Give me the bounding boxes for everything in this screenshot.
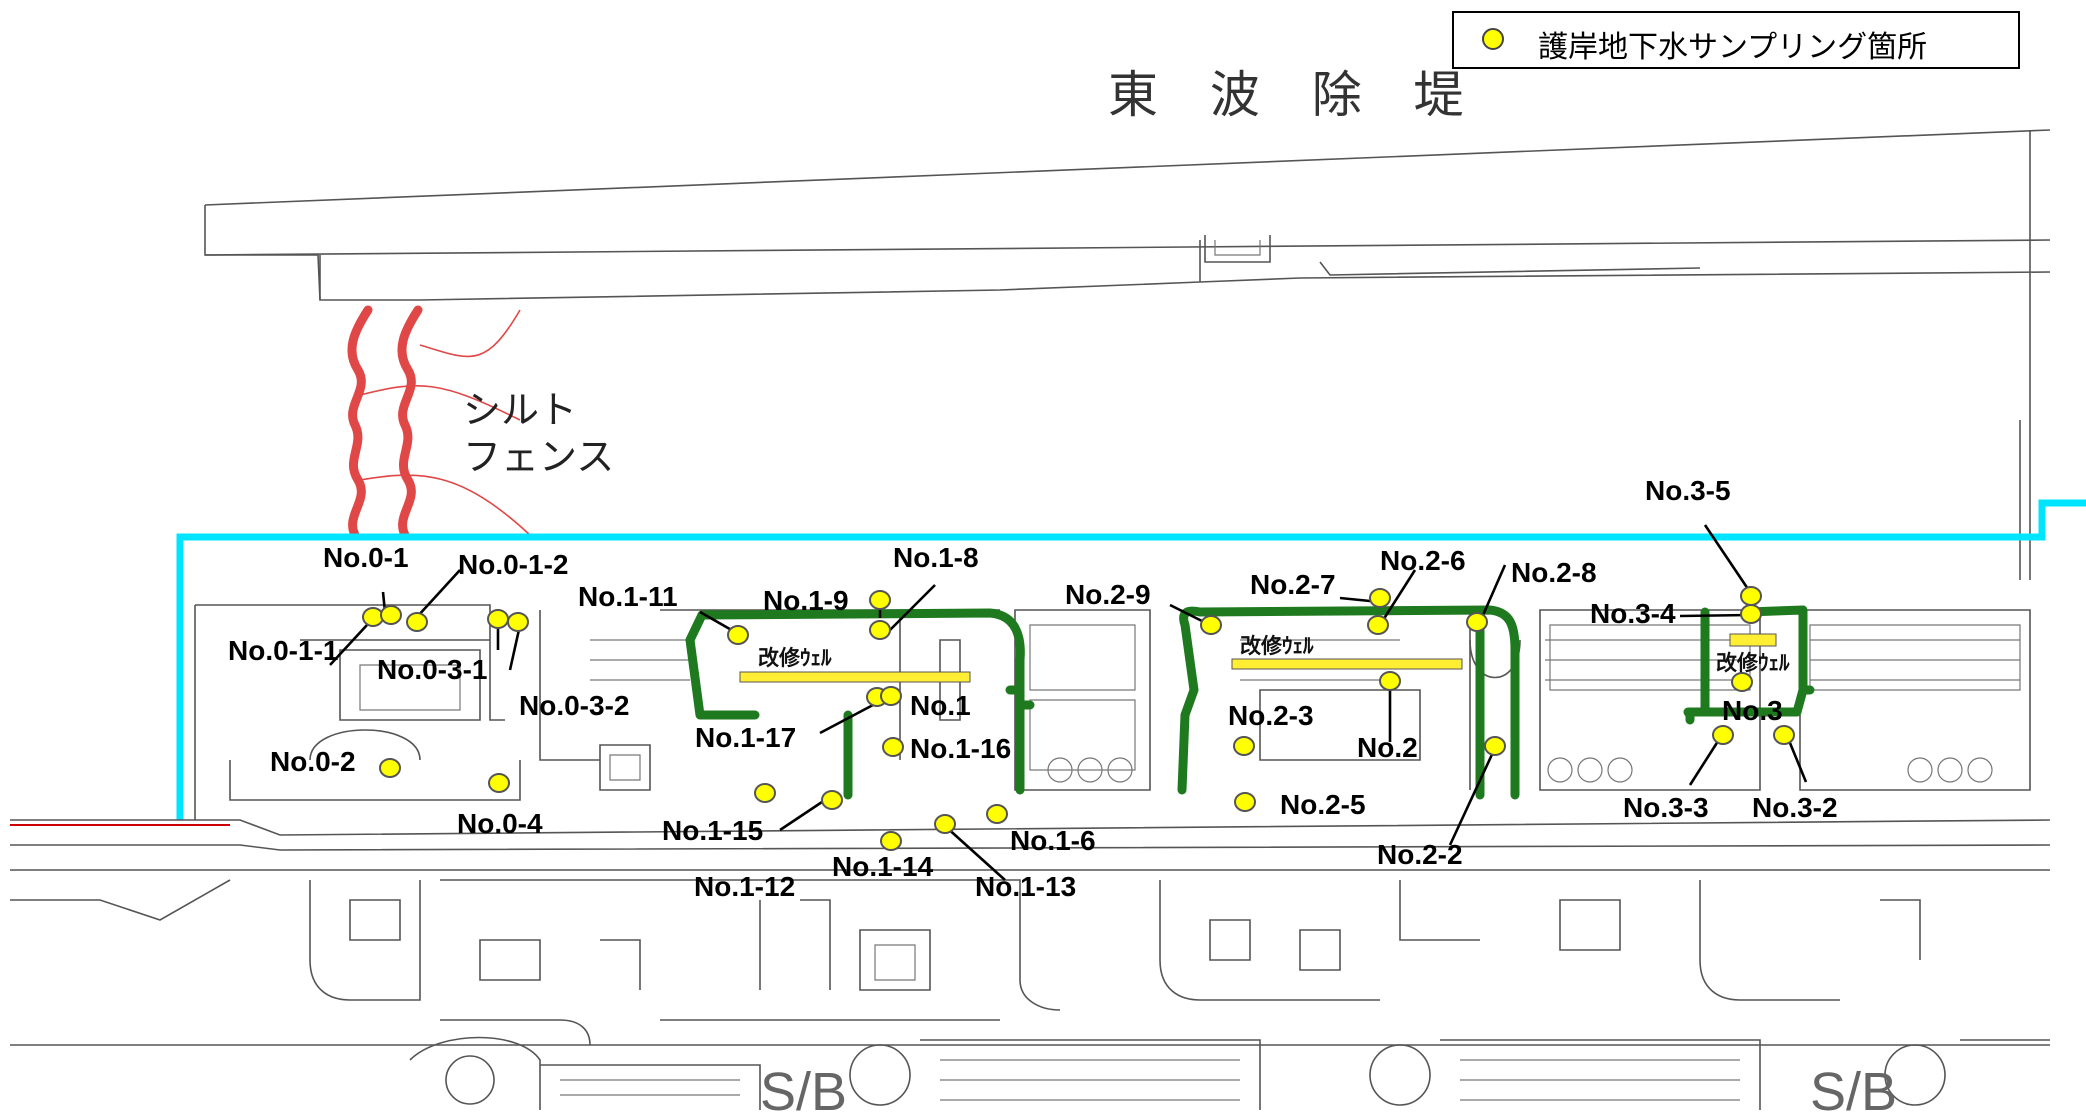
label-0-3-1: No.0-3-1 — [377, 654, 487, 685]
label-2-7: No.2-7 — [1250, 569, 1336, 600]
label-3: No.3 — [1722, 695, 1783, 726]
point-1-6 — [986, 804, 1008, 824]
point-0-1-1 — [362, 607, 384, 627]
label-1-16: No.1-16 — [910, 733, 1011, 764]
point-0-2 — [379, 758, 401, 778]
point-2-9 — [1200, 615, 1222, 635]
point-0-3-1 — [487, 609, 509, 629]
point-2-2 — [1484, 736, 1506, 756]
point-3-2 — [1773, 725, 1795, 745]
label-2-8: No.2-8 — [1511, 557, 1597, 588]
label-1-13: No.1-13 — [975, 871, 1076, 902]
point-3-5 — [1740, 586, 1762, 606]
point-1-8 — [869, 620, 891, 640]
breakwater — [204, 129, 2051, 580]
label-0-1-1: No.0-1-1 — [228, 635, 338, 666]
label-2-9: No.2-9 — [1065, 579, 1151, 610]
label-0-3-2: No.0-3-2 — [519, 690, 629, 721]
point-3-3 — [1712, 725, 1734, 745]
point-1-9 — [869, 590, 891, 610]
silt-fence — [347, 305, 531, 540]
legend-label: 護岸地下水サンプリング箇所 — [1538, 30, 1928, 65]
plant-outline: S/B S/B — [10, 604, 2051, 1119]
point-3 — [1731, 672, 1753, 692]
label-0-1-2: No.0-1-2 — [458, 549, 568, 580]
well-label-2: 改修ｳｪﾙ — [1240, 634, 1314, 658]
point-1-14 — [880, 831, 902, 851]
point-1-11 — [727, 625, 749, 645]
point-1-16 — [882, 737, 904, 757]
label-1-9: No.1-9 — [763, 585, 849, 616]
point-2-6 — [1367, 615, 1389, 635]
label-1-12: No.1-12 — [694, 871, 795, 902]
sampling-point-marker-icon — [1482, 28, 1504, 50]
silt-fence-label-2: フェンス — [463, 435, 614, 479]
svg-text:S/B: S/B — [1810, 1062, 1897, 1119]
label-1-14: No.1-14 — [832, 851, 934, 882]
label-3-4: No.3-4 — [1590, 598, 1676, 629]
label-2: No.2 — [1357, 732, 1418, 763]
silt-fence-label-1: シルト — [463, 388, 577, 432]
point-0-1 — [380, 605, 402, 625]
point-1-15 — [754, 783, 776, 803]
label-2-5: No.2-5 — [1280, 789, 1366, 820]
label-1-15: No.1-15 — [662, 815, 763, 846]
well-label-1: 改修ｳｪﾙ — [758, 646, 832, 670]
label-1-8: No.1-8 — [893, 542, 979, 573]
label-3-5: No.3-5 — [1645, 475, 1731, 506]
point-3-4 — [1740, 604, 1762, 624]
revetment-line — [176, 499, 2086, 820]
label-2-3: No.2-3 — [1228, 700, 1314, 731]
point-2-8 — [1466, 612, 1488, 632]
svg-text:S/B: S/B — [760, 1062, 847, 1119]
label-1: No.1 — [910, 690, 971, 721]
repair-well-bars — [739, 633, 1777, 683]
point-2 — [1379, 671, 1401, 691]
label-0-2: No.0-2 — [270, 746, 356, 777]
label-3-3: No.3-3 — [1623, 792, 1709, 823]
label-1-6: No.1-6 — [1010, 825, 1096, 856]
point-2-3 — [1233, 736, 1255, 756]
sampling-points — [362, 586, 1795, 851]
point-0-1-2 — [406, 612, 428, 632]
point-1-13 — [934, 814, 956, 834]
point-2-5 — [1234, 792, 1256, 812]
label-0-1: No.0-1 — [323, 542, 409, 573]
well-label-3: 改修ｳｪﾙ — [1716, 651, 1790, 675]
impermeable-walls — [685, 605, 1815, 800]
point-0-4 — [488, 773, 510, 793]
label-0-4: No.0-4 — [457, 808, 543, 839]
label-1-11: No.1-11 — [578, 581, 678, 612]
label-2-6: No.2-6 — [1380, 545, 1466, 576]
label-3-2: No.3-2 — [1752, 792, 1838, 823]
point-2-7 — [1369, 588, 1391, 608]
label-1-17: No.1-17 — [695, 722, 796, 753]
label-2-2: No.2-2 — [1377, 839, 1463, 870]
breakwater-label: 東 波 除 堤 — [1108, 66, 1482, 124]
point-1-17 — [880, 686, 902, 706]
point-0-3-2 — [507, 612, 529, 632]
legend: 護岸地下水サンプリング箇所 — [1452, 11, 2020, 69]
point-1-12 — [821, 790, 843, 810]
